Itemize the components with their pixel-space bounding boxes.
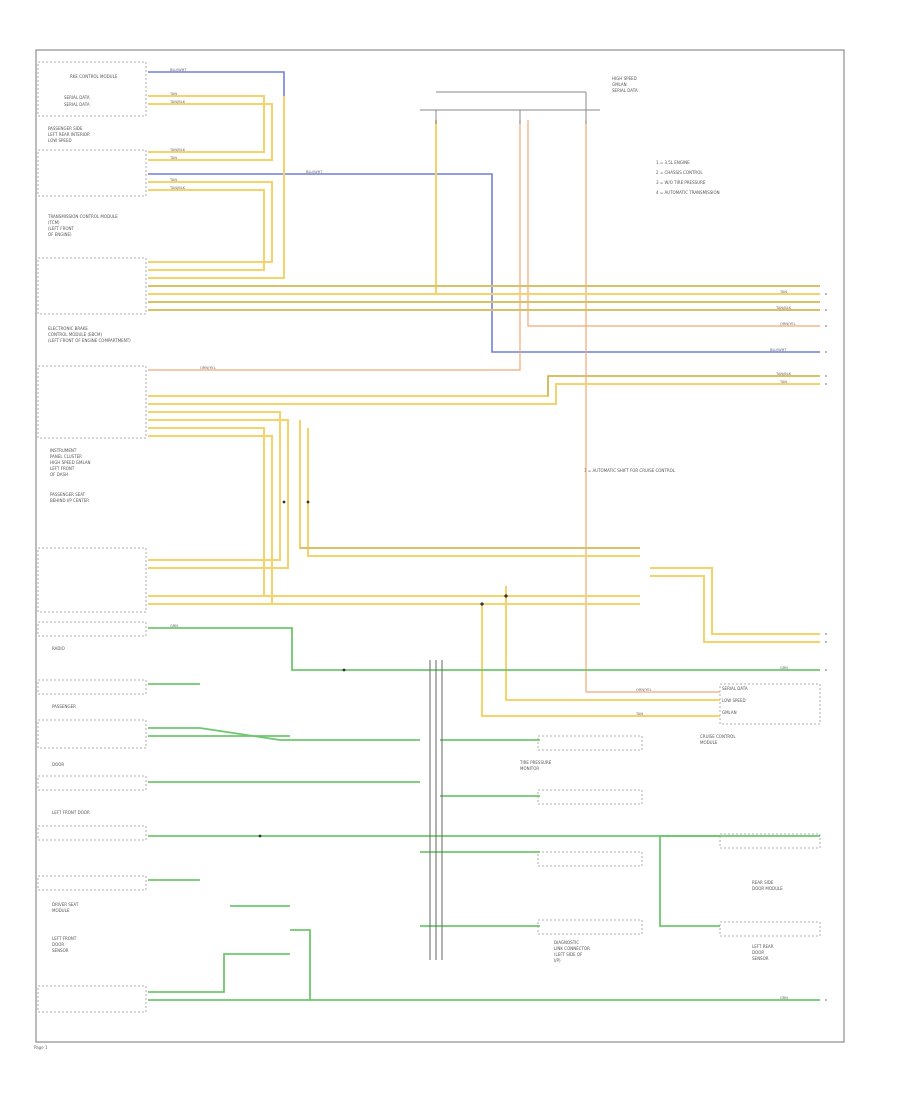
ebcm-abbrev: CONTROL MODULE (EBCM) (48, 332, 102, 337)
wire-label-tanblk-3: TAN/BLK (169, 186, 186, 190)
cruise-label-2: MODULE (700, 740, 718, 745)
wire-label-grn-3: GRN (780, 996, 788, 1000)
wire-labels: BLU/WHT TAN TAN/BLK TAN/BLK TAN TAN TAN/… (169, 68, 796, 1000)
rc2-label-3: (LEFT SIDE OF (554, 952, 583, 957)
rc2-label-4: I/P) (554, 958, 561, 963)
rear-right-label-2: DOOR MODULE (752, 886, 783, 891)
wire-label-tan-1: TAN (169, 92, 177, 96)
wire-label-orn-l1: ORN/YEL (200, 366, 216, 370)
wire-green (148, 627, 820, 1001)
lr-sensor-1: LEFT REAR (752, 944, 774, 949)
diagram-frame (35, 49, 845, 1043)
ipc-label-2: PANEL CLUSTER (50, 454, 82, 459)
wire-label-grn-1: GRN (170, 624, 178, 628)
ipc-label-5: OF DASH (50, 472, 68, 477)
lr-sensor-2: DOOR (752, 950, 764, 955)
note-4: 4 = AUTOMATIC TRANSMISSION (656, 190, 720, 195)
note-2: 2 = CHASSIS CONTROL (656, 170, 703, 175)
wire-label-blue: BLU/WHT (170, 68, 187, 72)
ipc-label-6: PASSENGER SEAT (50, 492, 86, 497)
gateway-bus (429, 660, 443, 960)
rc1-label-1: SERIAL DATA (722, 686, 748, 691)
ebcm-label: ELECTRONIC BRAKE (48, 326, 88, 331)
rc1-label-2: LOW SPEED (722, 698, 746, 703)
wire-label-tan-r2: TAN (779, 380, 787, 384)
splice-label-3: SERIAL DATA (612, 88, 638, 93)
ipc-label-1: INSTRUMENT (50, 448, 77, 453)
passenger-door-label: PASSENGER (52, 704, 76, 709)
splice-label-2: GMLAN (612, 82, 627, 87)
lf-door-label: LEFT FRONT DOOR (52, 810, 90, 815)
tcm-loc-2: OF ENGINE) (48, 232, 72, 237)
rc1-label-3: GMLAN (722, 710, 737, 715)
rear-right-label-1: REAR SIDE (752, 880, 774, 885)
wire-label-tanblk-r1: TAN/BLK (775, 306, 792, 310)
wire-label-blue-2: BLU/WHT (306, 170, 323, 174)
wire-label-tanblk-2: TAN/BLK (169, 148, 186, 152)
rke-label: RKE CONTROL MODULE (70, 74, 118, 79)
page-footer: Page 1 (34, 1045, 48, 1050)
splice-bar (420, 91, 600, 124)
wire-label-tan-r1: TAN (779, 290, 787, 294)
left-rear-label: LEFT REAR INTERIOR (48, 132, 90, 137)
passenger-side-label: PASSENGER SIDE (48, 126, 83, 131)
ipc-label-3: HIGH SPEED GMLAN (50, 460, 91, 465)
tcm-loc-1: (LEFT FRONT (48, 226, 74, 231)
wire-label-tan-r3: TAN (635, 712, 643, 716)
wire-orange (148, 120, 820, 693)
wire-label-orn-r1: ORN/YEL (780, 322, 796, 326)
ipc-label-4: LEFT FRONT (50, 466, 75, 471)
lr-sensor-3: SENSOR (752, 956, 769, 961)
splice-label-1: HIGH SPEED (612, 76, 637, 81)
wire-label-orn-r2: ORN/YEL (636, 688, 652, 692)
wire-yellow (148, 95, 820, 717)
seat-label-2: MODULE (52, 908, 70, 913)
ipc-label-7: BEHIND I/P CENTER (50, 498, 89, 503)
lf-sensor-3: SENSOR (52, 948, 69, 953)
asym-note: 1 = AUTOMATIC SHIFT FOR CRUISE CONTROL (584, 468, 676, 473)
splice-dots (258, 500, 508, 838)
wire-label-tanblk-1: TAN/BLK (169, 100, 186, 104)
radio-label: RADIO (52, 646, 65, 651)
tcm-label: TRANSMISSION CONTROL MODULE (47, 214, 118, 219)
lf-sensor-2: DOOR (52, 942, 64, 947)
component-labels: RKE CONTROL MODULE SERIAL DATA SERIAL DA… (47, 74, 783, 963)
rc2-label-2: LINK CONNECTOR (554, 946, 590, 951)
module-boxes (37, 61, 821, 1013)
terminal-marks (825, 293, 827, 1001)
seat-label-1: DRIVER SEAT (52, 902, 79, 907)
tcm-abbrev: (TCM) (48, 220, 60, 225)
lowspeed-label-1: SERIAL DATA (64, 95, 90, 100)
lf-sensor-1: LEFT FRONT (52, 936, 77, 941)
lowspeed-gmlan-label: LOW SPEED (48, 138, 72, 143)
lowspeed-label-2: SERIAL DATA (64, 102, 90, 107)
wire-label-blue-r1: BLU/WHT (770, 348, 787, 352)
wire-gray (148, 285, 820, 549)
wire-label-tan-3: TAN (169, 178, 177, 182)
wire-label-tan-2: TAN (169, 156, 177, 160)
note-3: 3 = W/O TIRE PRESSURE (656, 180, 706, 185)
cruise-label-1: CRUISE CONTROL (700, 734, 736, 739)
ebcm-loc: (LEFT FRONT OF ENGINE COMPARTMENT) (48, 338, 131, 343)
tire-label-1: TIRE PRESSURE (519, 760, 552, 765)
rc2-label-1: DIAGNOSTIC (554, 940, 579, 945)
door-label: DOOR (52, 762, 64, 767)
wire-label-tanblk-r2: TAN/BLK (775, 372, 792, 376)
tire-label-2: MONITOR (520, 766, 539, 771)
note-1: 1 = 3.5L ENGINE (656, 160, 690, 165)
wire-label-grn-2: GRN (780, 666, 788, 670)
